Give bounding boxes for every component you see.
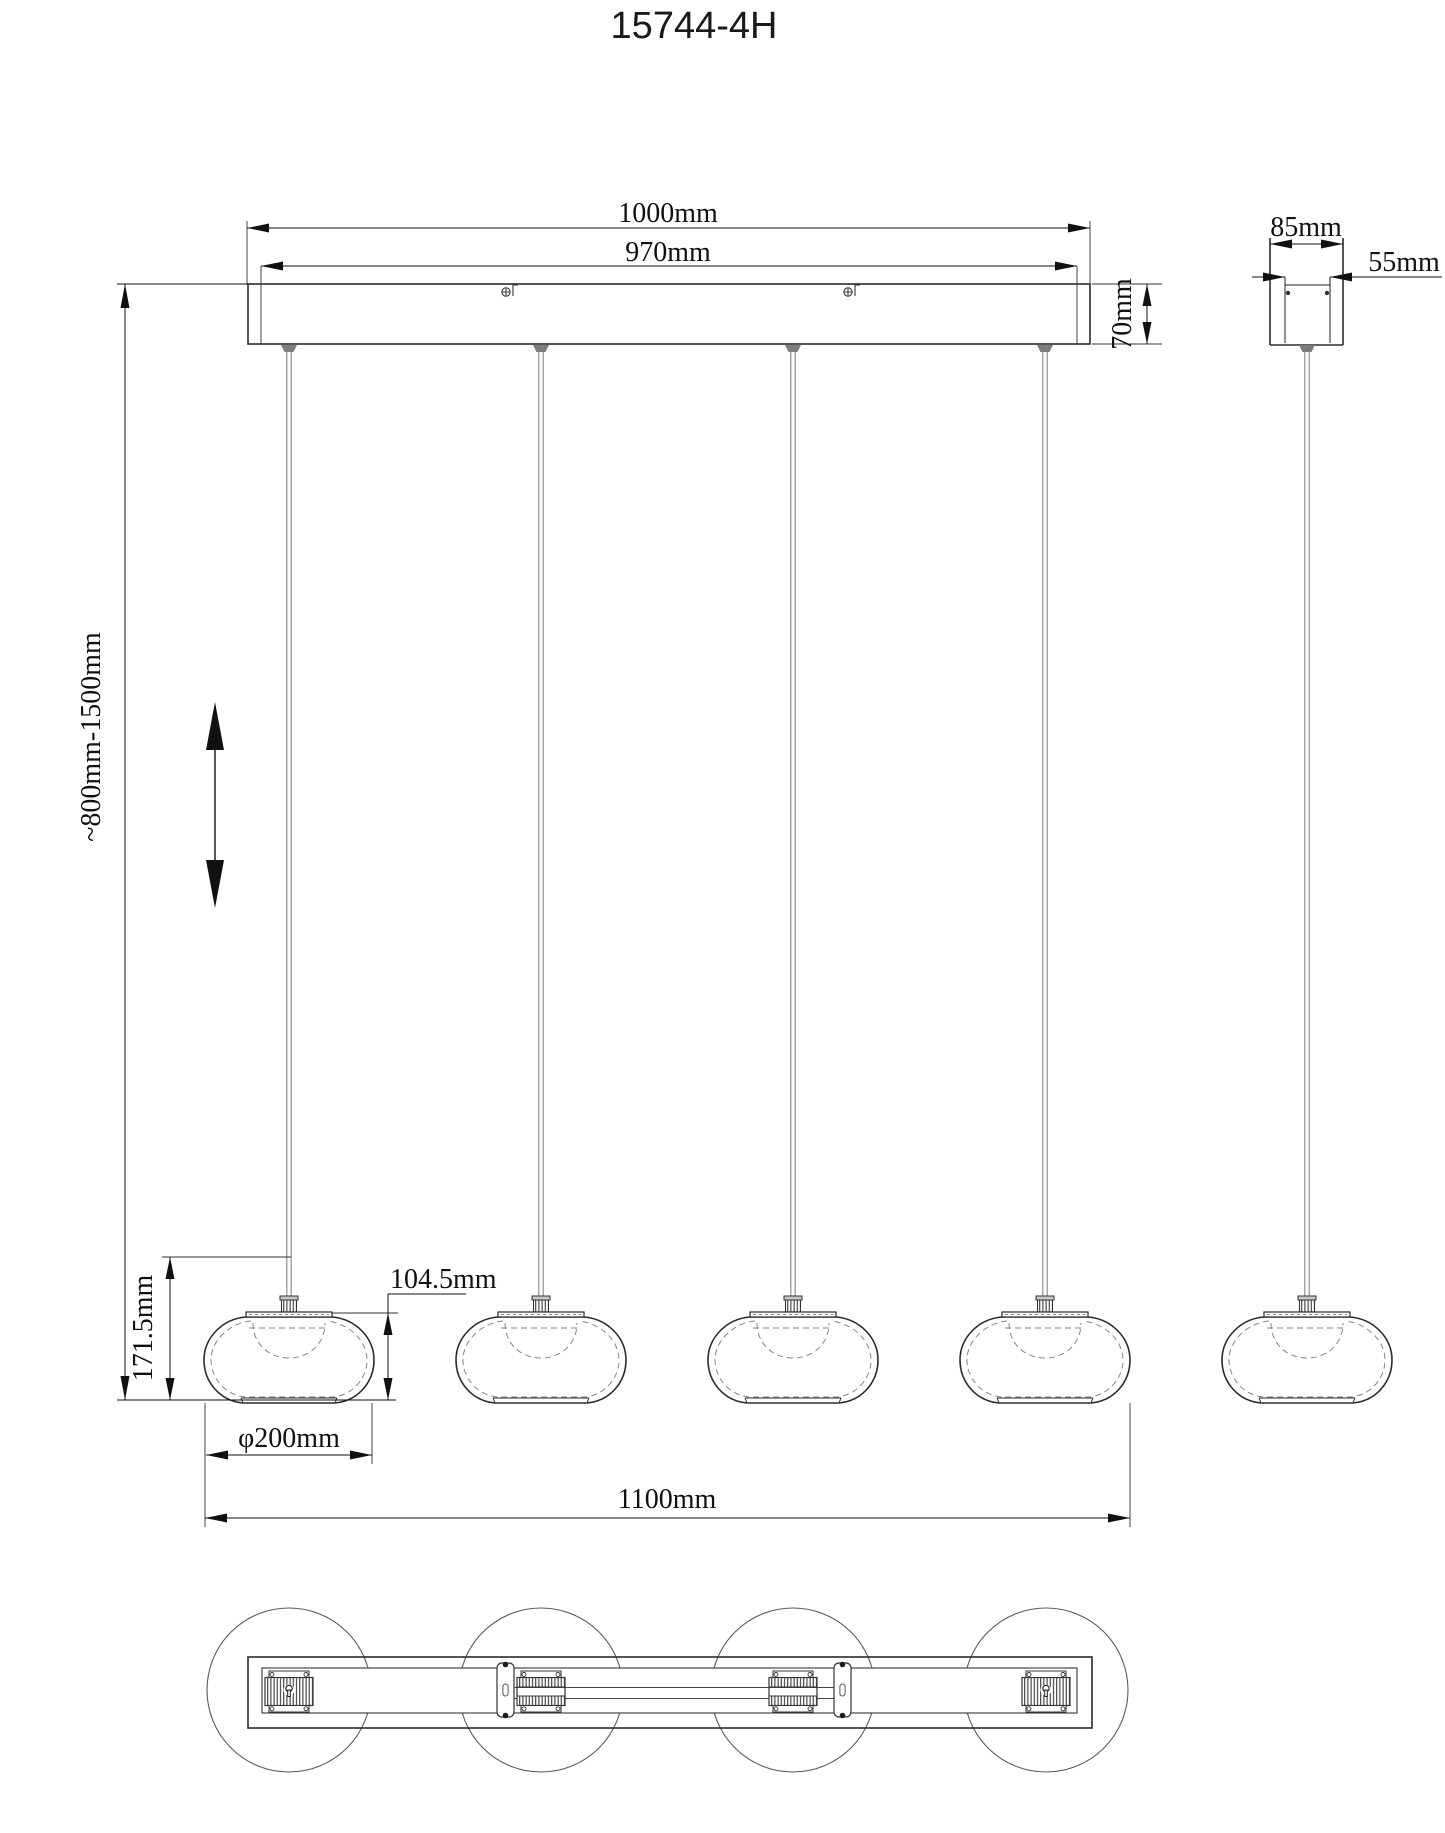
bar-bottom-outline xyxy=(247,1656,1093,1729)
dim-shade-height-104: 104.5mm xyxy=(332,1264,497,1400)
arrowhead xyxy=(120,1376,130,1400)
pendant-lamp-1 xyxy=(203,1295,375,1404)
drawing-title: 15744-4H xyxy=(611,5,778,47)
dim-bar-height-70: 70mm xyxy=(1092,278,1162,350)
pendant-lamp-3 xyxy=(707,1295,879,1404)
led-module-1 xyxy=(264,1670,314,1713)
led-module-4 xyxy=(1021,1670,1071,1713)
arrowhead xyxy=(383,1378,393,1400)
cable-gland xyxy=(281,345,297,352)
dim-label-mount-spacing: 970mm xyxy=(625,237,711,268)
cable xyxy=(785,345,801,1297)
dim-lamp-height-171: 171.5mm xyxy=(128,1256,291,1400)
down-arrowhead xyxy=(206,860,224,908)
arrowhead xyxy=(206,1450,228,1460)
cable xyxy=(281,345,297,1297)
arrowhead xyxy=(1330,272,1352,282)
dim-suspension-height: ~800mm-1500mm xyxy=(76,283,396,1401)
clip-dot xyxy=(1285,290,1291,296)
height-adjust-arrow xyxy=(206,702,224,908)
arrowhead xyxy=(165,1257,175,1279)
dim-label-bar-length: 1000mm xyxy=(618,198,718,229)
arrowhead xyxy=(1142,322,1152,344)
arrowhead xyxy=(383,1313,393,1335)
up-arrowhead xyxy=(206,702,224,750)
cable-gland xyxy=(533,345,549,352)
arrowhead xyxy=(261,261,283,271)
dim-label-shade-diameter: φ200mm xyxy=(238,1423,340,1454)
dim-label-height-range: ~800mm-1500mm xyxy=(76,632,107,842)
dim-end-inner-55: 55mm xyxy=(1252,247,1442,282)
arrowhead xyxy=(120,284,130,308)
arrowhead xyxy=(1263,272,1285,282)
arrowhead xyxy=(247,223,269,233)
suspension-cables xyxy=(281,345,1053,1297)
pendant-lamp-2 xyxy=(455,1295,627,1404)
arrowhead xyxy=(1055,261,1077,271)
dim-mount-spacing-970: 970mm xyxy=(260,237,1078,344)
dim-overall-length-1100: 1100mm xyxy=(204,1403,1131,1527)
cable xyxy=(533,345,549,1297)
dim-bar-length-1000: 1000mm xyxy=(246,198,1091,284)
dim-label-lamp-height: 171.5mm xyxy=(128,1275,159,1382)
arrowhead xyxy=(1142,284,1152,306)
arrowhead xyxy=(205,1513,227,1523)
arrowhead xyxy=(165,1378,175,1400)
cable xyxy=(1037,345,1053,1297)
dim-end-width-85: 85mm xyxy=(1270,212,1343,249)
bottom-view xyxy=(206,1607,1129,1773)
arrowhead xyxy=(350,1450,372,1460)
end-view: 85mm 55mm xyxy=(1221,212,1442,1404)
dim-label-end-width: 85mm xyxy=(1270,212,1342,243)
bar-joint-connector-2 xyxy=(833,1661,852,1719)
dim-label-shade-height: 104.5mm xyxy=(390,1264,497,1295)
ceiling-bar xyxy=(247,283,1091,345)
cable xyxy=(1299,345,1315,1297)
front-view xyxy=(203,283,1131,1404)
dim-label-bar-height: 70mm xyxy=(1107,278,1138,350)
dim-shade-diameter-200: φ200mm xyxy=(206,1403,373,1464)
clip-dot xyxy=(1324,290,1330,296)
arrowhead xyxy=(1321,239,1343,249)
arrowhead xyxy=(1270,239,1292,249)
cable-gland xyxy=(1037,345,1053,352)
cable-gland xyxy=(785,345,801,352)
bar-channel xyxy=(261,1667,1078,1714)
dim-label-overall-length: 1100mm xyxy=(618,1484,717,1515)
arrowhead xyxy=(1108,1513,1130,1523)
dim-label-end-inner-width: 55mm xyxy=(1368,247,1440,278)
arrowhead xyxy=(1068,223,1090,233)
bar-joint-connector-1 xyxy=(496,1661,515,1719)
cable-gland xyxy=(1299,345,1315,352)
pendant-lamp-side xyxy=(1221,1295,1393,1404)
pendant-lamp-4 xyxy=(959,1295,1131,1404)
